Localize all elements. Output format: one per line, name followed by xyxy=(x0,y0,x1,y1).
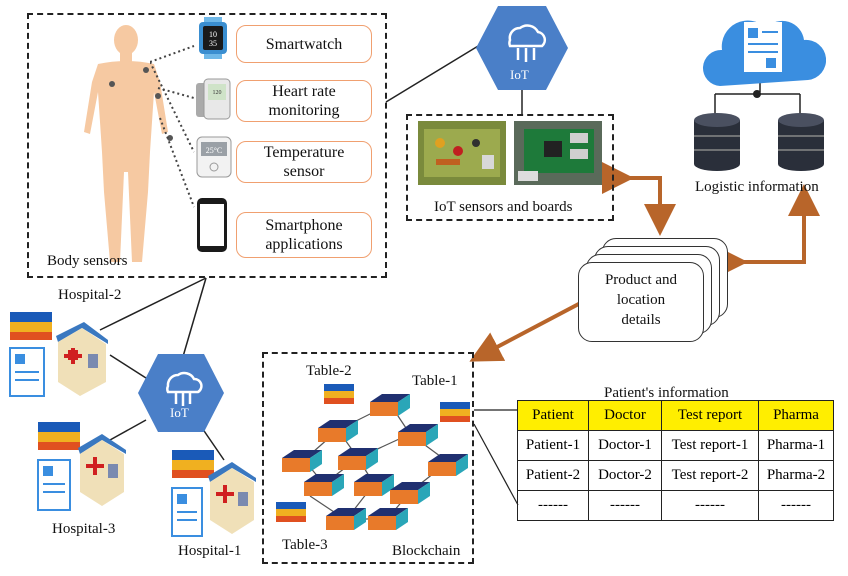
human-body-figure xyxy=(84,25,173,262)
temperature-label: Temperature sensor xyxy=(236,141,372,183)
arrow-product-logistic xyxy=(716,184,820,278)
table-cell: Pharma-1 xyxy=(758,430,834,461)
hospital-1-label: Hospital-1 xyxy=(178,543,242,559)
heart-rate-monitor-icon: 120 xyxy=(196,78,231,120)
col-test-report: Test report xyxy=(661,400,759,431)
iot-boards-panel xyxy=(406,114,614,221)
col-doctor: Doctor xyxy=(588,400,662,431)
col-pharma: Pharma xyxy=(758,400,834,431)
table-cell: Test report-1 xyxy=(661,430,759,461)
svg-text:120: 120 xyxy=(213,90,222,96)
table-row: Patient-1 Doctor-1 Test report-1 Pharma-… xyxy=(517,430,834,461)
link-hospital3-iot xyxy=(109,419,147,441)
table-3-label: Table-3 xyxy=(282,537,328,553)
hospital-2-label: Hospital-2 xyxy=(58,287,122,303)
link-body-iot2 xyxy=(181,277,207,361)
logistic-label: Logistic information xyxy=(695,179,819,195)
hospital-1-icon xyxy=(171,450,256,537)
table-cell: Doctor-2 xyxy=(588,460,662,491)
smartphone-icon xyxy=(197,198,227,252)
table-cell: ------ xyxy=(758,490,834,521)
iot-hub-top xyxy=(476,6,568,90)
iot-bottom-label: IoT xyxy=(170,405,189,420)
smartphone-label: Smartphone applications xyxy=(236,212,372,258)
blockchain-panel xyxy=(262,352,474,564)
link-body-hospital2 xyxy=(99,277,207,331)
smartwatch-label: Smartwatch xyxy=(236,25,372,63)
patient-info-table: Patient Doctor Test report Pharma Patien… xyxy=(517,400,834,521)
table-1-icon xyxy=(440,402,470,422)
hospital-3-icon xyxy=(37,422,126,511)
database-icon-right xyxy=(778,113,824,171)
table-cell: ------ xyxy=(588,490,662,521)
hospital-2-icon xyxy=(9,312,108,397)
link-hospital2-iot xyxy=(109,354,147,379)
body-sensors-title: Body sensors xyxy=(47,253,128,269)
table-cell: Patient-1 xyxy=(517,430,589,461)
svg-text:10: 10 xyxy=(209,30,217,39)
thermometer-icon: 25°C xyxy=(196,136,232,178)
heart-rate-label: Heart rate monitoring xyxy=(236,80,372,122)
hospital-3-label: Hospital-3 xyxy=(52,521,116,537)
blockchain-label: Blockchain xyxy=(392,543,461,559)
smartwatch-icon: 10 35 xyxy=(199,17,227,59)
svg-text:35: 35 xyxy=(209,39,217,48)
svg-text:25°C: 25°C xyxy=(206,146,223,155)
table-cell: ------ xyxy=(517,490,589,521)
blocks xyxy=(282,394,468,530)
product-location-card xyxy=(578,262,704,342)
table-cell: Pharma-2 xyxy=(758,460,834,491)
table-3-icon xyxy=(276,502,306,522)
blockchain-network xyxy=(276,384,470,530)
table-2-icon xyxy=(324,384,354,404)
arrow-product-blockchain xyxy=(469,274,616,362)
patient-info-title: Patient's information xyxy=(604,385,729,401)
iot-hub-bottom xyxy=(138,354,224,432)
table-header-row: Patient Doctor Test report Pharma xyxy=(517,400,834,431)
arrow-boards-product xyxy=(602,162,676,236)
col-patient: Patient xyxy=(517,400,589,431)
iot-top-label: IoT xyxy=(510,67,529,82)
database-icon-left xyxy=(694,113,740,171)
iot-boards-caption: IoT sensors and boards xyxy=(434,199,573,215)
table-row: Patient-2 Doctor-2 Test report-2 Pharma-… xyxy=(517,460,834,491)
table-2-label: Table-2 xyxy=(306,363,352,379)
table-row: ------ ------ ------ ------ xyxy=(517,490,834,521)
table-cell: Test report-2 xyxy=(661,460,759,491)
body-sensors-panel xyxy=(27,13,387,278)
product-location-label: Product and location details xyxy=(604,272,678,328)
table-cell: Patient-2 xyxy=(517,460,589,491)
sensor-board-photo-1 xyxy=(418,121,506,185)
cloud-document-icon xyxy=(702,20,826,86)
table-1-label: Table-1 xyxy=(412,373,458,389)
table-cell: ------ xyxy=(661,490,759,521)
sensor-board-photo-2 xyxy=(514,121,602,185)
link-body-iot xyxy=(385,39,489,103)
table-cell: Doctor-1 xyxy=(588,430,662,461)
sensor-dotted-links xyxy=(150,45,195,208)
